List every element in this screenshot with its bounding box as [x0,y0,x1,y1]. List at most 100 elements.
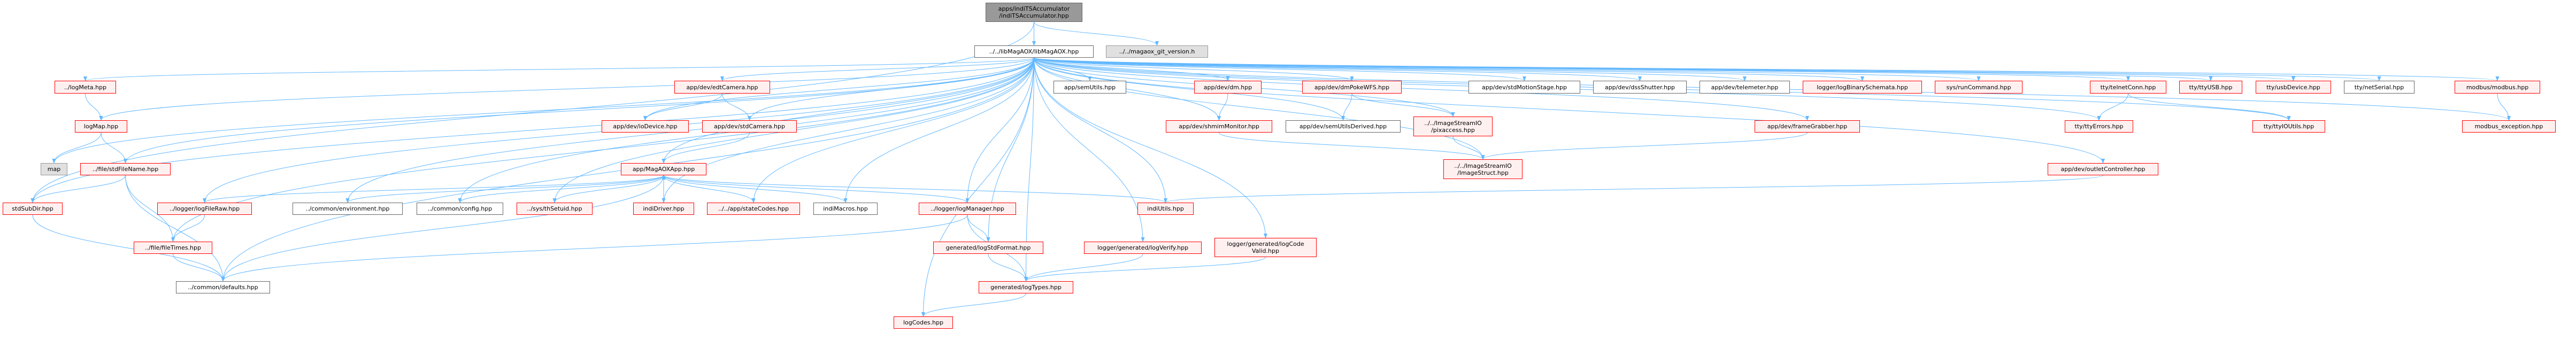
edge-MagAOXApp-to-indiUtils [663,175,1167,203]
graph-node-stdFileName[interactable]: ../file/stdFileName.hpp [80,163,171,175]
graph-node-logStdFormat[interactable]: generated/logStdFormat.hpp [933,242,1043,254]
graph-node-semUtils[interactable]: app/semUtils.hpp [1054,81,1126,94]
edge-lib-to-ImageStruct [1034,57,1485,160]
edge-MagAOXApp-to-indiMacros [663,175,848,203]
graph-node-git: ../../magaox_git_version.h [1106,45,1208,58]
edge-edtCamera-to-ioDevice [643,93,722,121]
graph-node-logVerify[interactable]: logger/generated/logVerify.hpp [1084,242,1202,254]
graph-node-ImageStruct[interactable]: ../../ImageStreamIO /ImageStruct.hpp [1443,159,1522,179]
edge-lib-to-ioDevice [643,57,1034,121]
edge-shmimMonitor-to-ImageStruct [1219,132,1485,160]
graph-node-netSerial[interactable]: tty/netSerial.hpp [2344,81,2414,94]
graph-node-indiMacros[interactable]: indiMacros.hpp [813,203,878,215]
graph-node-thSetuid[interactable]: ../sys/thSetuid.hpp [517,203,593,215]
graph-node-stdCamera[interactable]: app/dev/stdCamera.hpp [702,120,797,133]
graph-node-ioDevice[interactable]: app/dev/ioDevice.hpp [602,120,689,133]
graph-node-stateCodes[interactable]: ../../app/stateCodes.hpp [707,203,800,215]
edge-telnetConn-to-ttyIOUtils [2128,93,2291,121]
graph-node-indiDriver[interactable]: indiDriver.hpp [633,203,694,215]
graph-node-modbus[interactable]: modbus/modbus.hpp [2455,81,2540,94]
edge-lib-to-environment [345,57,1034,203]
edge-lib-to-modbus [1034,57,2499,81]
graph-node-telemeter[interactable]: app/dev/telemeter.hpp [1700,81,1790,94]
graph-node-logMeta[interactable]: ../logMeta.hpp [55,81,116,94]
graph-node-pixaccess[interactable]: ../../ImageStreamIO /pixaccess.hpp [1413,117,1493,136]
edge-lib-to-stdMotionStage [1034,57,1526,81]
edge-lib-to-logMeta [83,57,1034,81]
graph-node-runCommand[interactable]: sys/runCommand.hpp [1935,81,2023,94]
graph-node-logBinarySchemata[interactable]: logger/logBinarySchemata.hpp [1803,81,1922,94]
edge-lib-to-runCommand [1034,57,1980,81]
edge-lib-to-outletController [1034,57,2105,164]
edge-outletController-to-indiUtils [1164,175,2103,203]
edge-dm-to-shmimMonitor [1217,93,1228,121]
edge-logManager-to-logStdFormat [967,214,990,242]
graph-node-logTypes[interactable]: generated/logTypes.hpp [979,281,1073,293]
graph-node-outletController[interactable]: app/dev/outletController.hpp [2048,163,2158,175]
edge-MagAOXApp-to-environment [345,175,664,203]
graph-node-defaults[interactable]: ../common/defaults.hpp [176,281,270,293]
edge-stdFileName-to-defaults [125,175,225,282]
edge-lib-to-stdCamera [747,57,1034,121]
edge-logVerify-to-logTypes [1024,253,1143,282]
graph-node-ttyUSB[interactable]: tty/ttyUSB.hpp [2179,81,2242,94]
graph-node-dm[interactable]: app/dev/dm.hpp [1194,81,1262,94]
edge-fileTimes-to-defaults [173,253,225,282]
edge-lib-to-logBinarySchemata [1034,57,1864,81]
edge-logMeta-to-logMap [85,93,103,121]
graph-node-ttyIOUtils[interactable]: tty/ttyIOUtils.hpp [2252,120,2325,133]
graph-node-ttyErrors[interactable]: tty/ttyErrors.hpp [2065,120,2133,133]
graph-node-shmimMonitor[interactable]: app/dev/shmimMonitor.hpp [1166,120,1272,133]
edge-lib-to-semUtilsDerived [1034,57,1345,121]
graph-node-logCodes[interactable]: logCodes.hpp [894,316,953,329]
graph-node-stdMotionStage[interactable]: app/dev/stdMotionStage.hpp [1468,81,1580,94]
graph-node-indiUtils[interactable]: indiUtils.hpp [1137,203,1194,215]
graph-node-logCodeValid[interactable]: logger/generated/logCode Valid.hpp [1214,238,1317,257]
edge-lib-to-logCodeValid [1034,57,1268,238]
graph-node-semUtilsDerived[interactable]: app/dev/semUtilsDerived.hpp [1286,120,1401,133]
graph-node-usbDevice[interactable]: tty/usbDevice.hpp [2256,81,2331,94]
edge-logTypes-to-logCodes [921,293,1026,317]
graph-node-logManager[interactable]: ../logger/logManager.hpp [919,203,1016,215]
graph-node-environment[interactable]: ../common/environment.hpp [293,203,403,215]
edge-modbus-to-modbusException [2497,93,2511,121]
edge-lib-to-netSerial [1034,57,2381,81]
edge-MagAOXApp-to-logFileRaw [203,175,664,203]
graph-node-modbusException[interactable]: modbus_exception.hpp [2462,120,2556,133]
edge-logMap-to-map [52,132,102,164]
edge-MagAOXApp-to-defaults [221,175,664,282]
graph-node-dmPokeWFS[interactable]: app/dev/dmPokeWFS.hpp [1302,81,1402,94]
graph-node-root: apps/indiTSAccumulator /indiTSAccumulato… [986,3,1082,22]
graph-node-edtCamera[interactable]: app/dev/edtCamera.hpp [674,81,770,94]
edge-stdFileName-to-stdSubDir [30,175,126,203]
edge-lib-to-stateCodes [751,57,1034,203]
graph-node-config[interactable]: ../common/config.hpp [417,203,503,215]
edge-dmPokeWFS-to-semUtilsDerived [1341,93,1352,121]
graph-node-fileTimes[interactable]: ../file/fileTimes.hpp [134,242,212,254]
edge-stdFileName-to-fileTimes [125,175,175,242]
graph-node-stdSubDir[interactable]: stdSubDir.hpp [3,203,63,215]
graph-node-dssShutter[interactable]: app/dev/dssShutter.hpp [1593,81,1687,94]
graph-node-lib[interactable]: ../../libMagAOX/libMagAOX.hpp [974,45,1094,58]
edge-lib-to-telemeter [1034,57,1747,81]
edge-lib-to-dmPokeWFS [1034,57,1354,81]
graph-node-MagAOXApp[interactable]: app/MagAOXApp.hpp [621,163,706,175]
edge-stdSubDir-to-defaults [32,214,225,282]
graph-node-logFileRaw[interactable]: ../logger/logFileRaw.hpp [157,203,252,215]
edge-frameGrabber-to-ImageStruct [1481,132,1808,160]
edge-MagAOXApp-to-thSetuid [552,175,664,203]
edge-lib-to-logVerify [1034,57,1145,242]
edge-root-to-stdSubDir [30,21,1034,203]
graph-node-logMap[interactable]: logMap.hpp [75,120,127,133]
edge-MagAOXApp-to-config [458,175,664,203]
graph-node-frameGrabber[interactable]: app/dev/frameGrabber.hpp [1755,120,1860,133]
edge-lib-to-indiMacros [843,57,1034,203]
edge-lib-to-indiUtils [1034,57,1168,203]
edge-lib-to-logCodes [921,57,1034,317]
edge-dmPokeWFS-to-pixaccess [1351,93,1455,117]
edge-logCodeValid-to-logTypes [1024,257,1266,282]
edge-logManager-to-defaults [221,214,968,282]
graph-node-telnetConn[interactable]: tty/telnetConn.hpp [2090,81,2166,94]
